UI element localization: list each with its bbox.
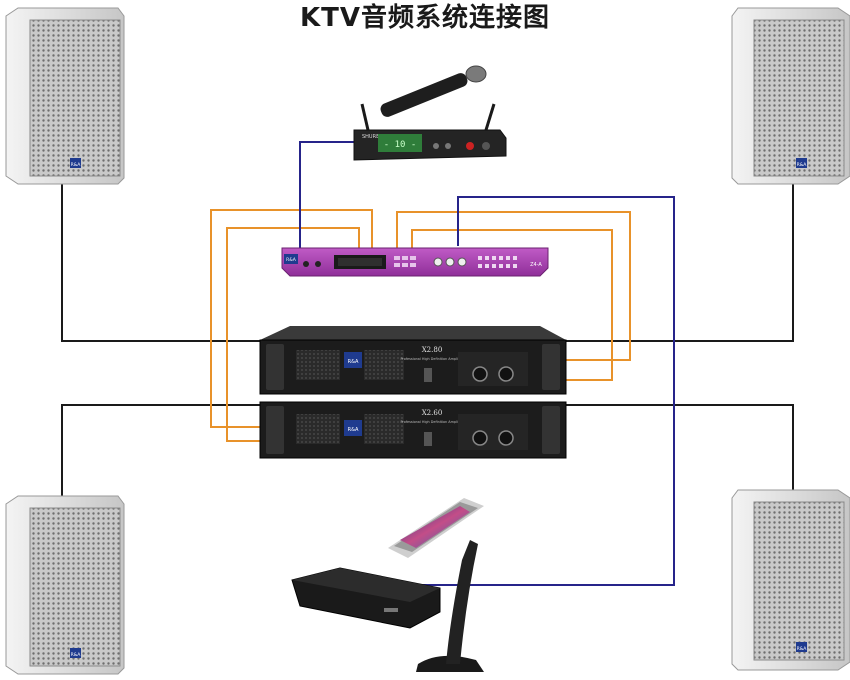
wireless-receiver: SHURE - 10 - [353,103,507,161]
diagram-title: KTV音频系统连接图 [299,3,550,33]
processor-model-label: Z4-A [530,262,542,268]
cable-speaker-top-right [565,183,794,342]
processor-brand-badge [284,254,298,264]
speaker-top-left: R&A [5,7,125,185]
amp-bottom-brand-label: R&A [348,427,359,433]
speaker-brand-badge [796,158,807,168]
speaker-brand-badge [70,158,81,168]
touchscreen-console [388,498,484,672]
amplifier-top: R&A X2.80 Professional High Definition A… [259,326,567,395]
amp-top-subtitle: Professional High Definition Amplifier [400,357,464,361]
receiver-display [378,134,422,152]
audio-processor: R&A Z4-A [281,247,549,277]
signal-cables [210,209,631,442]
amp-top-brand-label: R&A [348,359,359,365]
amplifier-bottom: R&A X2.60 Professional High Definition A… [259,401,567,459]
speaker-brand-label: R&A [797,162,808,168]
speaker-bottom-left: R&A [5,495,125,675]
cable-speaker-bottom-right [565,404,794,496]
cable-proc-out-2 [226,227,360,442]
speaker-brand-badge [796,642,807,652]
amp-bottom-brand-badge [344,420,362,436]
speaker-brand-badge [70,648,81,658]
speaker-bottom-right: R&A [731,489,850,671]
control-cables [299,141,675,586]
media-player [291,567,441,629]
cable-mic-receiver [299,141,358,272]
wireless-microphone [380,65,487,117]
processor-brand-label: R&A [286,257,297,263]
amp-bottom-subtitle: Professional High Definition Amplifier [400,420,464,424]
speaker-cables [61,183,794,496]
touchscreen-display [400,506,470,548]
cable-speaker-top-left [61,183,280,342]
speaker-brand-label: R&A [71,162,82,168]
cable-processor-player [398,196,675,586]
amp-top-model: X2.80 [422,346,443,354]
speaker-top-right: R&A [731,7,850,185]
cable-proc-out-3 [396,211,631,361]
cable-proc-out-4 [411,229,613,381]
amp-bottom-model: X2.60 [422,409,443,417]
speaker-brand-label: R&A [797,646,808,652]
receiver-brand-label: SHURE [362,134,379,140]
cable-speaker-bottom-left [61,404,280,496]
receiver-display-text: - 10 - [384,140,417,150]
speaker-brand-label: R&A [71,652,82,658]
cable-proc-out-1 [210,209,373,428]
amp-top-brand-badge [344,352,362,368]
